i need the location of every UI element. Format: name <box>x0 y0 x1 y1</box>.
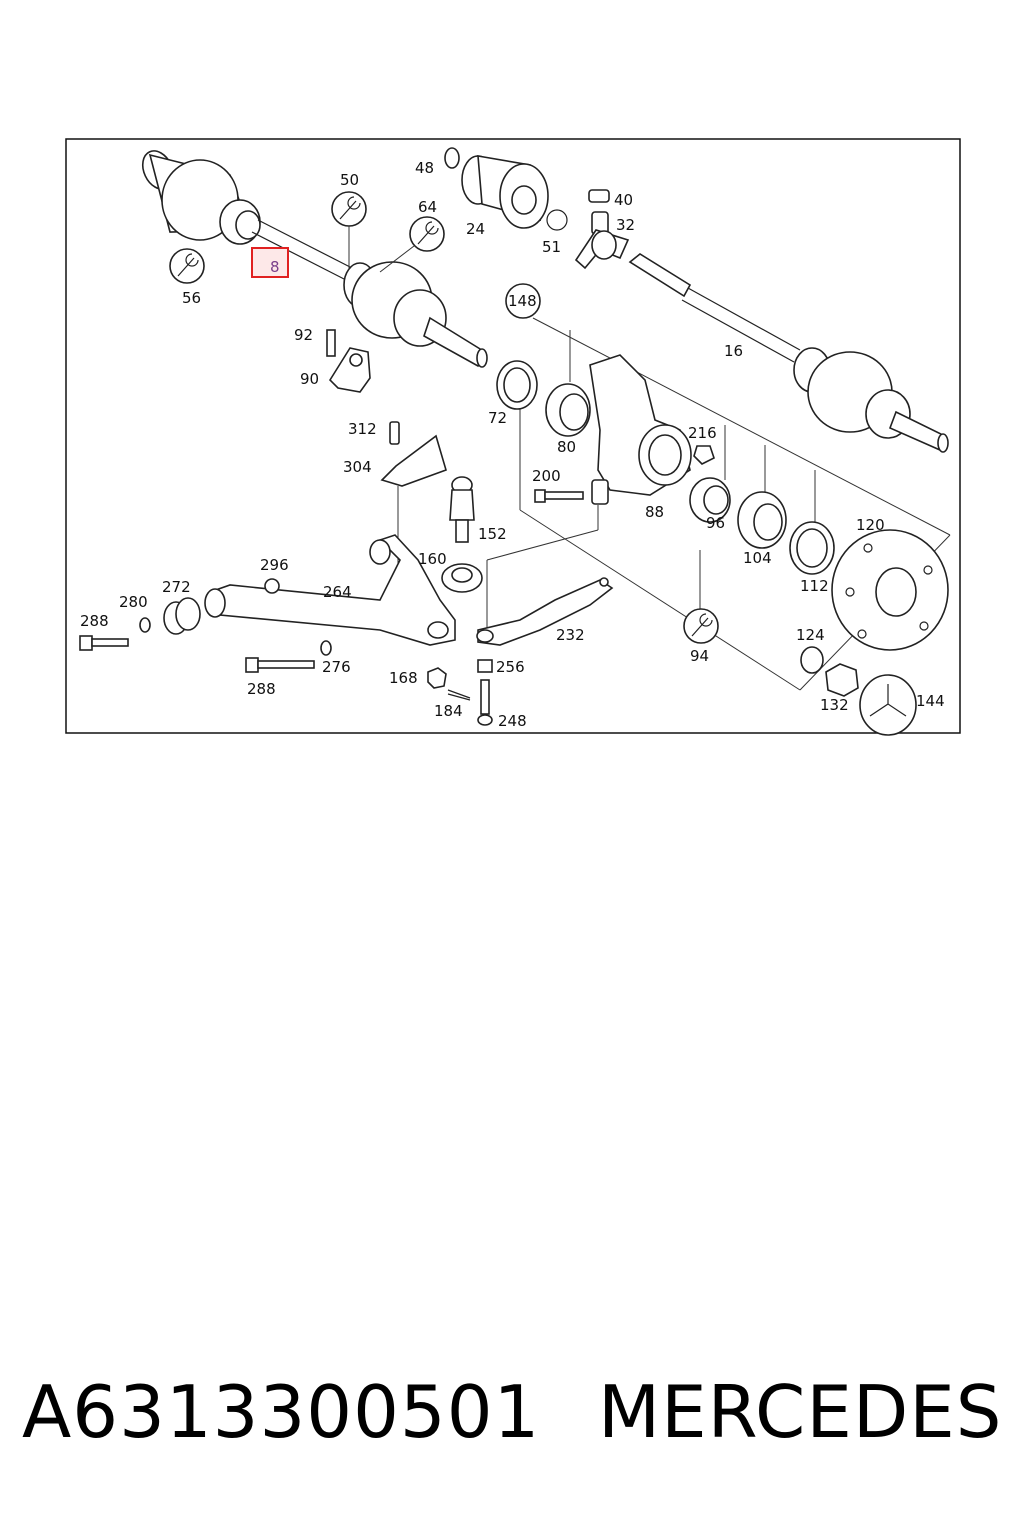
callout-56: 56 <box>182 289 201 307</box>
callout-50: 50 <box>340 171 359 189</box>
bracket-90 <box>326 329 371 393</box>
callout-312: 312 <box>348 420 377 438</box>
ball-joint-152 <box>441 476 483 593</box>
wrench-icon-94 <box>683 608 719 644</box>
callout-labels: 8 48 50 64 24 40 32 51 56 92 90 148 16 7… <box>80 159 945 730</box>
drive-shaft-right <box>628 253 949 453</box>
hub-fasteners <box>800 646 917 736</box>
highlight-box <box>251 247 289 278</box>
part-number: A6313300501 <box>22 1370 541 1454</box>
wrench-icon-64 <box>379 216 445 273</box>
callout-168: 168 <box>389 669 418 687</box>
joint-parts-top <box>444 147 630 270</box>
callout-32: 32 <box>616 216 635 234</box>
callout-144: 144 <box>916 692 945 710</box>
bracket-304 <box>380 421 447 615</box>
callout-296: 296 <box>260 556 289 574</box>
wrench-icon-56 <box>169 248 205 284</box>
wrench-icon-50 <box>331 191 367 270</box>
callout-24: 24 <box>466 220 485 238</box>
callout-200: 200 <box>532 467 561 485</box>
callout-90: 90 <box>300 370 319 388</box>
callout-48: 48 <box>415 159 434 177</box>
callout-288a: 288 <box>80 612 109 630</box>
callout-51: 51 <box>542 238 561 256</box>
hub-bearings <box>689 445 835 575</box>
bushing-washer-bolts <box>79 597 332 673</box>
bolt-200 <box>534 489 584 503</box>
callout-112: 112 <box>800 577 829 595</box>
steering-knuckle-88 <box>589 354 692 505</box>
tie-rod-232 <box>476 577 614 646</box>
callout-124: 124 <box>796 626 825 644</box>
callout-216: 216 <box>688 424 717 442</box>
drive-shaft-left <box>141 150 488 368</box>
brand-name: MERCEDES <box>598 1370 1003 1454</box>
callout-40: 40 <box>614 191 633 209</box>
caption: A6313300501 MERCEDES <box>0 1370 1024 1480</box>
callout-16: 16 <box>724 342 743 360</box>
wheel-hub-120 <box>831 529 949 651</box>
callout-104: 104 <box>743 549 772 567</box>
callout-304: 304 <box>343 458 372 476</box>
seals-bearings <box>496 360 591 437</box>
callout-148: 148 <box>508 292 537 310</box>
callout-80: 80 <box>557 438 576 456</box>
callout-184: 184 <box>434 702 463 720</box>
callout-256: 256 <box>496 658 525 676</box>
callout-120: 120 <box>856 516 885 534</box>
callout-highlighted: 8 <box>270 258 280 276</box>
callout-248: 248 <box>498 712 527 730</box>
callout-148-circle <box>505 283 541 319</box>
control-arm-264 <box>204 534 456 646</box>
callout-280: 280 <box>119 593 148 611</box>
callout-64: 64 <box>418 198 437 216</box>
callout-92: 92 <box>294 326 313 344</box>
callout-152: 152 <box>478 525 507 543</box>
callout-96: 96 <box>706 514 725 532</box>
callout-264: 264 <box>323 583 352 601</box>
callout-94: 94 <box>690 647 709 665</box>
callout-272: 272 <box>162 578 191 596</box>
callout-160: 160 <box>418 550 447 568</box>
callout-88: 88 <box>645 503 664 521</box>
callout-232: 232 <box>556 626 585 644</box>
callout-276: 276 <box>322 658 351 676</box>
callout-72: 72 <box>488 409 507 427</box>
callout-288b: 288 <box>247 680 276 698</box>
small-fasteners <box>427 659 493 726</box>
callout-132: 132 <box>820 696 849 714</box>
assembly-guides <box>486 317 951 691</box>
